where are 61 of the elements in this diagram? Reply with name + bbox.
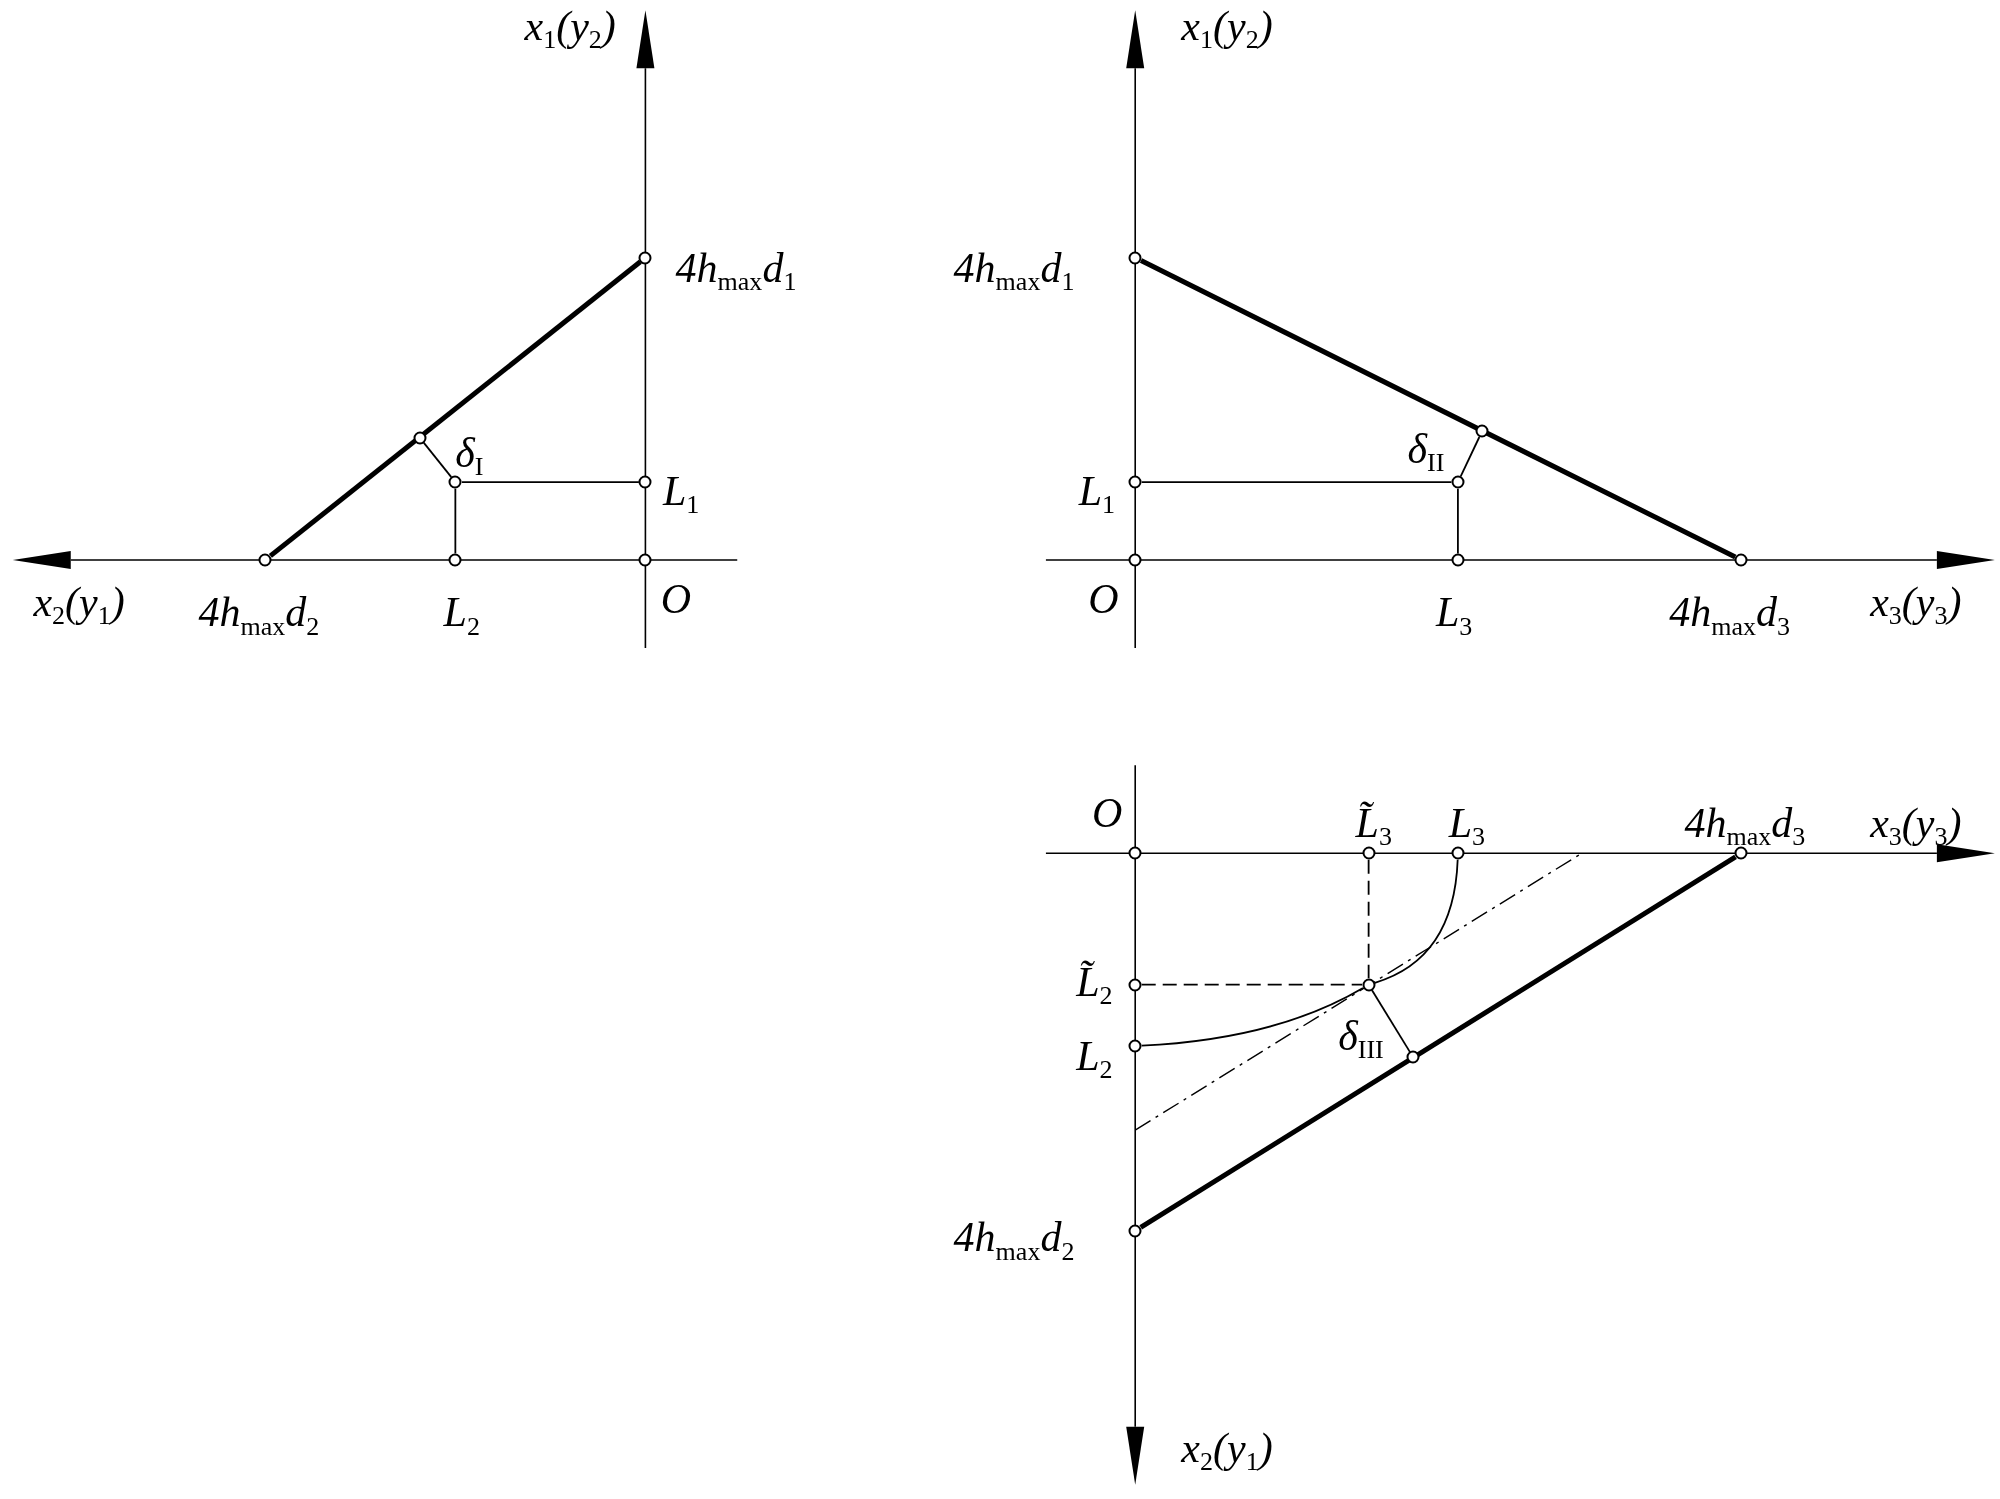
point-marker xyxy=(258,553,272,567)
point-marker xyxy=(1128,978,1142,992)
point-marker xyxy=(1128,251,1142,265)
point-marker xyxy=(1362,978,1376,992)
point-marker xyxy=(1451,846,1465,860)
curve-line xyxy=(1140,987,1364,1047)
axis-label: δ$_{II}$ xyxy=(1407,427,1445,470)
dashed-line xyxy=(1140,983,1363,986)
point-marker xyxy=(448,553,462,567)
point-marker xyxy=(1734,553,1748,567)
point-label: O xyxy=(660,578,692,621)
axis-label: x$_{2}$(y$_{1}$) xyxy=(33,581,125,624)
point-label: L$_{3}$ xyxy=(1448,801,1485,844)
axis-label: x$_{3}$(y$_{3}$) xyxy=(1870,581,1962,624)
point-label: L$_{3}$ xyxy=(1435,591,1473,634)
axis-label: x$_{3}$(y$_{3}$) xyxy=(1870,801,1962,844)
point-marker xyxy=(1128,475,1142,489)
axis-label: x$_{1}$(y$_{2}$) xyxy=(1181,4,1273,47)
point-marker xyxy=(1734,846,1748,860)
thick-line xyxy=(1139,854,1737,1230)
line-segment xyxy=(1371,989,1411,1053)
point-label: L$_{1}$ xyxy=(662,470,700,513)
thick-line xyxy=(268,259,642,558)
point-marker xyxy=(1362,846,1376,860)
point-label: 4h$_{max}$d$_{1}$ xyxy=(953,246,1075,289)
axis-label: x$_{1}$(y$_{2}$) xyxy=(524,4,616,47)
point-marker xyxy=(1128,553,1142,567)
line-segment xyxy=(1457,487,1459,555)
point-label: 4h$_{max}$d$_{3}$ xyxy=(1669,591,1790,634)
point-marker xyxy=(1128,846,1142,860)
point-label: L$_{2}$ xyxy=(1076,1035,1113,1078)
point-label: L̃$_{3}$ xyxy=(1355,801,1392,844)
line-segment xyxy=(422,441,453,478)
point-label: 4h$_{max}$d$_{3}$ xyxy=(1684,801,1806,844)
curve-line xyxy=(1373,858,1459,984)
point-label: L̃$_{2}$ xyxy=(1076,961,1113,1004)
point-marker xyxy=(638,553,652,567)
point-marker xyxy=(448,475,462,489)
line-segment xyxy=(460,481,640,484)
point-marker xyxy=(1451,553,1465,567)
point-marker xyxy=(1128,1039,1142,1053)
line-segment xyxy=(454,487,457,555)
point-marker xyxy=(1128,1224,1142,1238)
point-label: O xyxy=(1088,578,1119,621)
point-label: L$_{1}$ xyxy=(1078,470,1116,513)
line-segment xyxy=(1459,436,1481,478)
line-segment xyxy=(1140,481,1453,484)
point-label: L$_{2}$ xyxy=(443,591,480,634)
axis-label: x$_{2}$(y$_{1}$) xyxy=(1181,1426,1273,1469)
point-marker xyxy=(638,475,652,489)
axis-label: δ$_{III}$ xyxy=(1338,1014,1384,1057)
axis-label: δ$_{I}$ xyxy=(455,431,484,474)
point-label: 4h$_{max}$d$_{2}$ xyxy=(953,1216,1075,1259)
dashed-line xyxy=(1367,858,1370,980)
point-marker xyxy=(1475,424,1489,438)
point-label: 4h$_{max}$d$_{1}$ xyxy=(675,246,797,289)
point-label: O xyxy=(1091,791,1123,834)
point-marker xyxy=(1451,475,1465,489)
thick-line xyxy=(1139,258,1737,560)
point-marker xyxy=(638,251,652,265)
point-label: 4h$_{max}$d$_{2}$ xyxy=(198,591,320,634)
